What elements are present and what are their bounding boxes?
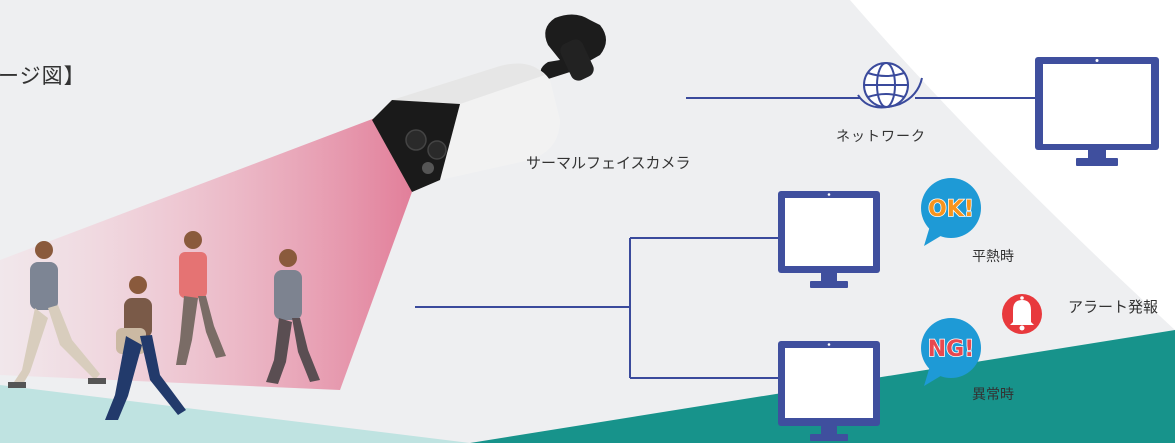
monitor-network [1035,57,1159,166]
normal-temp-label: 平熱時 [972,249,1014,265]
thermal-camera [372,14,606,192]
monitor-normal [778,191,880,288]
ok-bubble [921,178,981,246]
camera-view-cone [0,118,412,390]
globe-icon [857,62,923,109]
ng-bubble [921,318,981,386]
person-3 [176,231,226,365]
monitor-abnormal [778,341,880,441]
ng-badge-text: NG! [928,337,975,362]
page-title: ージ図】 [0,64,86,88]
bell-icon [1002,294,1042,334]
network-label: ネットワーク [836,129,926,145]
camera-label: サーマルフェイスカメラ [526,154,691,172]
abnormal-temp-label: 異常時 [972,387,1014,403]
person-1 [8,241,106,388]
person-4 [266,249,320,384]
alert-label: アラート発報 [1068,298,1159,316]
person-2 [105,276,186,420]
ok-badge-text: OK! [928,197,974,222]
